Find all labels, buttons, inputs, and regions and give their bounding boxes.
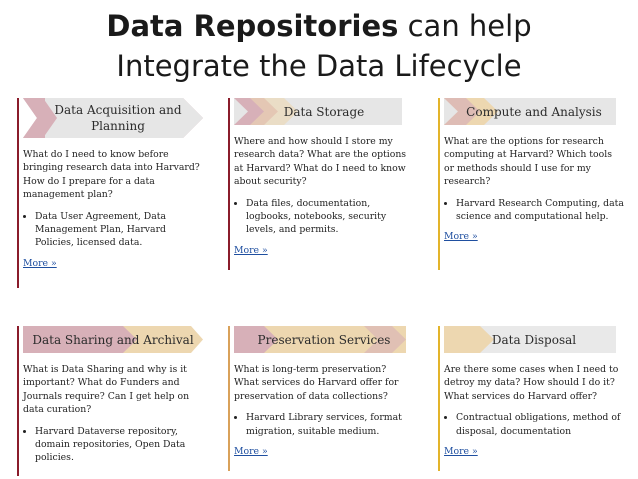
- more-link[interactable]: More »: [444, 231, 478, 243]
- chevron-banner-icon: [23, 98, 203, 138]
- card-title: Preservation Services: [257, 332, 391, 347]
- card-question: Where and how should I store my research…: [234, 136, 407, 188]
- more-link[interactable]: More »: [23, 257, 57, 269]
- card-data-storage: Data Storage Where and how should I stor…: [228, 98, 414, 270]
- chevron-banner-icon: [234, 326, 406, 353]
- card-title: Data Sharing and Archival: [32, 332, 194, 347]
- card-header: Data Sharing and Archival: [23, 326, 203, 353]
- card-data-sharing: Data Sharing and Archival What is Data S…: [17, 326, 203, 476]
- card-question: Are there some cases when I need to detr…: [444, 364, 619, 402]
- card-question: What do I need to know before bringing r…: [23, 149, 200, 201]
- chevron-banner-icon: [23, 326, 203, 353]
- card-bullets: Contractual obligations, method of dispo…: [444, 411, 624, 438]
- card-question: What is Data Sharing and why is it impor…: [23, 364, 190, 416]
- card-title: Data Storage: [283, 104, 365, 119]
- chevron-banner-icon: [234, 98, 402, 125]
- chevron-banner-icon: [444, 326, 616, 353]
- slide-title-line1: Data Repositories can help: [0, 8, 638, 44]
- card-bullets: Harvard Library services, format migrati…: [234, 411, 414, 438]
- card-bullets: Harvard Research Computing, data science…: [444, 197, 624, 224]
- card-accent-bar: [438, 326, 440, 471]
- card-header: Compute and Analysis: [444, 98, 624, 125]
- card-bullets: Data User Agreement, Data Management Pla…: [23, 210, 203, 250]
- bullet-item: Contractual obligations, method of dispo…: [456, 411, 624, 438]
- card-title: Data Acquisition and Planning: [54, 103, 182, 133]
- card-accent-bar: [228, 98, 230, 270]
- card-accent-bar: [228, 326, 230, 471]
- chevron-banner-icon: [444, 98, 616, 125]
- card-question: What is long-term preservation? What ser…: [234, 364, 399, 402]
- card-accent-bar: [438, 98, 440, 270]
- card-header: Data Disposal: [444, 326, 624, 353]
- card-accent-bar: [17, 326, 19, 476]
- card-bullets: Harvard Dataverse repository, domain rep…: [23, 425, 203, 465]
- card-question: What are the options for research comput…: [444, 136, 612, 188]
- more-link[interactable]: More »: [234, 446, 268, 458]
- card-header: Data Acquisition and Planning: [23, 98, 203, 138]
- title-bold: Data Repositories: [106, 9, 399, 43]
- card-header: Data Storage: [234, 98, 414, 125]
- card-data-disposal: Data Disposal Are there some cases when …: [438, 326, 624, 471]
- card-title: Compute and Analysis: [466, 104, 602, 119]
- bullet-item: Data User Agreement, Data Management Pla…: [35, 210, 203, 250]
- card-compute-analysis: Compute and Analysis What are the option…: [438, 98, 624, 270]
- bullet-item: Harvard Dataverse repository, domain rep…: [35, 425, 203, 465]
- more-link[interactable]: More »: [444, 446, 478, 458]
- title-light: can help: [398, 9, 532, 43]
- bullet-item: Harvard Research Computing, data science…: [456, 197, 624, 224]
- card-accent-bar: [17, 98, 19, 288]
- bullet-item: Harvard Library services, format migrati…: [246, 411, 414, 438]
- card-bullets: Data files, documentation, logbooks, not…: [234, 197, 414, 237]
- slide-title-line2: Integrate the Data Lifecycle: [116, 49, 522, 83]
- card-preservation: Preservation Services What is long-term …: [228, 326, 414, 471]
- card-header: Preservation Services: [234, 326, 414, 353]
- card-title: Data Disposal: [491, 332, 577, 347]
- card-data-acquisition: Data Acquisition and Planning What do I …: [17, 98, 203, 288]
- bullet-item: Data files, documentation, logbooks, not…: [246, 197, 414, 237]
- more-link[interactable]: More »: [234, 244, 268, 256]
